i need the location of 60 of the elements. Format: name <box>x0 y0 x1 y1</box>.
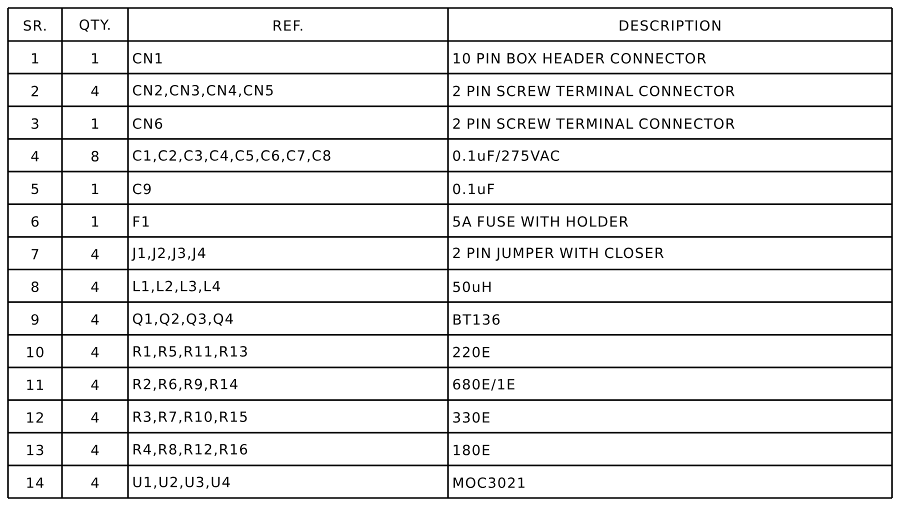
table-cell: 14 <box>27 478 44 488</box>
table-cell: 4 <box>91 478 99 488</box>
table-cell: 4 <box>91 86 99 96</box>
table-cell: L1,L2,L3,L4 <box>134 280 220 293</box>
table-cell: 8 <box>32 282 38 292</box>
table-cell: 6 <box>32 216 39 227</box>
table-cell: 4 <box>91 282 99 292</box>
table-cell: R3,R7,R10,R15 <box>134 411 247 424</box>
table-cell: CN2,CN3,CN4,CN5 <box>132 84 273 98</box>
table-cell: 1 <box>92 184 98 194</box>
table-cell: 4 <box>31 151 39 162</box>
header-cell: DESCRIPTION <box>620 20 720 31</box>
table-cell: 4 <box>91 249 99 260</box>
table-cell: 4 <box>91 412 99 422</box>
table-cell: R1,R5,R11,R13 <box>134 346 247 358</box>
table-cell: MOC3021 <box>454 477 524 488</box>
table-cell: 7 <box>32 249 38 260</box>
table-cell: 0.1uF/275VAC <box>453 150 560 162</box>
table-cell: J1,J2,J3,J4 <box>131 248 206 261</box>
table-cell: 5 <box>32 184 38 194</box>
table-cell: 680E/1E <box>453 378 514 391</box>
table-cell: 2 PIN JUMPER WITH CLOSER <box>453 248 664 261</box>
table-cell: C1,C2,C3,C4,C5,C6,C7,C8 <box>132 150 330 162</box>
table-cell: CN1 <box>132 53 162 64</box>
table-cell: Q1,Q2,Q3,Q4 <box>132 313 233 326</box>
table-cell: 2 <box>32 86 38 96</box>
table-cell: U1,U2,U3,U4 <box>133 476 230 489</box>
table-cell: 9 <box>31 314 38 325</box>
table-cell: 8 <box>92 150 98 162</box>
table-cell: 1 <box>92 53 98 64</box>
table-cell: 13 <box>27 444 44 456</box>
table-cell: 50uH <box>453 282 491 292</box>
table-cell: 1 <box>32 53 38 64</box>
table-cell: 220E <box>453 346 490 358</box>
table-cell: 1 <box>92 118 98 129</box>
table-cell: F1 <box>134 216 149 227</box>
table-cell: 1 <box>92 216 98 227</box>
table-cell: 12 <box>27 412 43 423</box>
table-cell: C9 <box>132 184 151 194</box>
table-cell: 2 PIN SCREW TERMINAL CONNECTOR <box>453 118 734 129</box>
table-cell: 3 <box>32 118 38 129</box>
table-cell: BT136 <box>454 314 500 325</box>
table-cell: CN6 <box>132 118 162 129</box>
table-cell: 180E <box>454 444 490 456</box>
table-cell: 10 <box>27 346 44 358</box>
table-cell: R4,R8,R12,R16 <box>134 444 248 456</box>
table-cell: 330E <box>453 412 490 423</box>
table-cell: R2,R6,R9,R14 <box>134 378 238 391</box>
table-cell: 11 <box>27 380 44 390</box>
table-cell: 4 <box>91 314 99 325</box>
table-cell: 0.1uF <box>453 184 494 194</box>
table-cell: 4 <box>91 444 99 456</box>
table-cell: 4 <box>91 347 99 358</box>
header-cell: REF. <box>274 20 302 31</box>
header-cell: SR. <box>24 20 46 31</box>
table-cell: 5A FUSE WITH HOLDER <box>453 216 628 227</box>
header-cell: QTY. <box>80 19 110 32</box>
table-cell: 10 PIN BOX HEADER CONNECTOR <box>454 53 706 64</box>
table-cell: 4 <box>91 380 99 390</box>
table-cell: 2 PIN SCREW TERMINAL CONNECTOR <box>453 86 734 96</box>
